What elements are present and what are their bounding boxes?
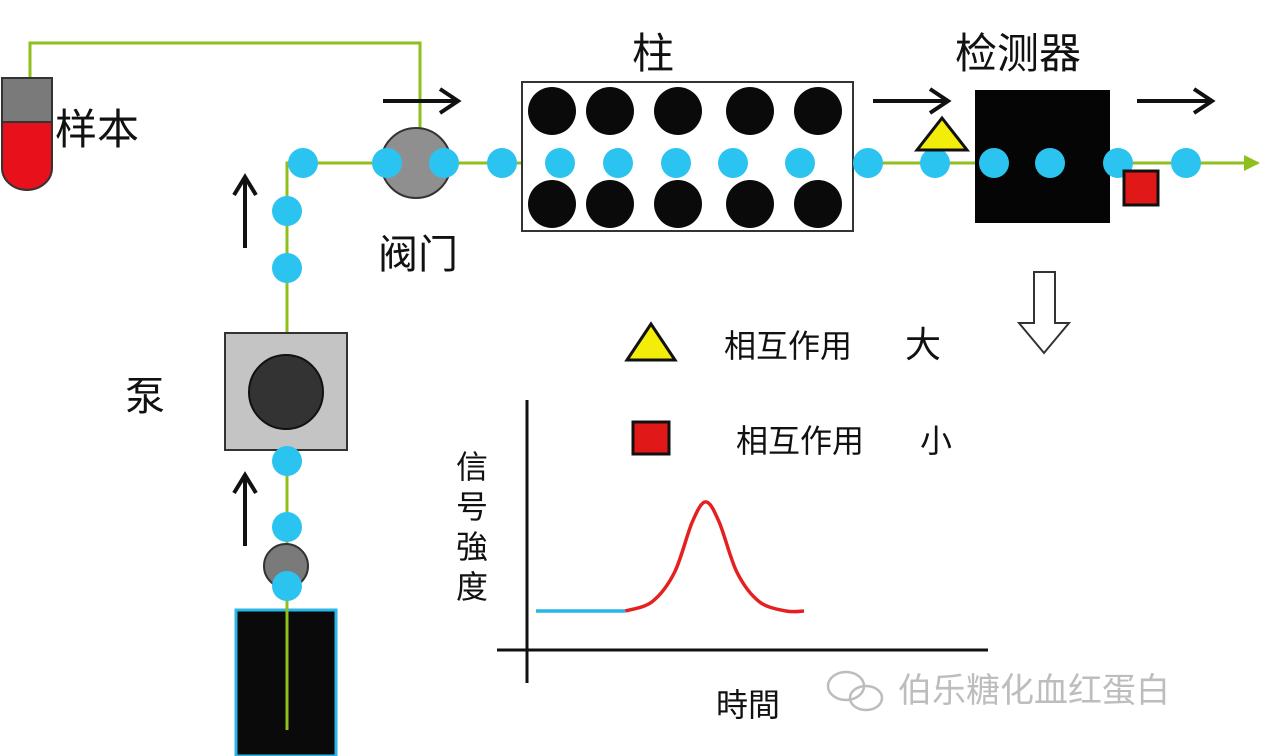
legend-square-icon <box>631 420 671 456</box>
y-axis-label-char: 信 <box>456 448 488 486</box>
pump-rotor <box>248 354 324 430</box>
y-axis-label-char: 号 <box>456 488 488 526</box>
legend-large-size: 大 <box>905 325 941 366</box>
series-layer <box>536 500 805 614</box>
watermark-text: 伯乐糖化血红蛋白 <box>898 671 1170 711</box>
wechat-icon <box>826 670 884 712</box>
high-affinity-analyte <box>913 115 971 152</box>
low-affinity-analyte <box>1122 169 1160 207</box>
flow-arrows <box>232 87 1216 546</box>
legend-triangle-icon <box>624 321 678 362</box>
outlet-arrowhead <box>1244 155 1260 171</box>
y-axis-label-char: 強 <box>456 528 488 566</box>
watermark: 伯乐糖化血红蛋白 <box>826 670 1170 712</box>
x-axis-label: 時間 <box>716 686 780 724</box>
legend-small-size: 小 <box>920 422 952 460</box>
legend: 相互作用 大 相互作用 小 <box>624 321 952 460</box>
valve-label: 阀门 <box>378 232 458 278</box>
legend-small-text: 相互作用 <box>736 422 864 460</box>
sample-line <box>28 41 422 132</box>
sample-label: 样本 <box>55 105 139 154</box>
y-axis-label-char: 度 <box>456 568 488 606</box>
column-label: 柱 <box>632 29 674 78</box>
pump-label: 泵 <box>125 374 165 420</box>
legend-large-text: 相互作用 <box>724 327 852 365</box>
sample-tube <box>0 77 53 191</box>
detector-label: 检测器 <box>955 29 1081 78</box>
mobile-phase-particles <box>272 148 1201 601</box>
column-packing <box>528 87 842 228</box>
peak-series-line <box>624 500 805 614</box>
down-arrow <box>1016 271 1072 355</box>
